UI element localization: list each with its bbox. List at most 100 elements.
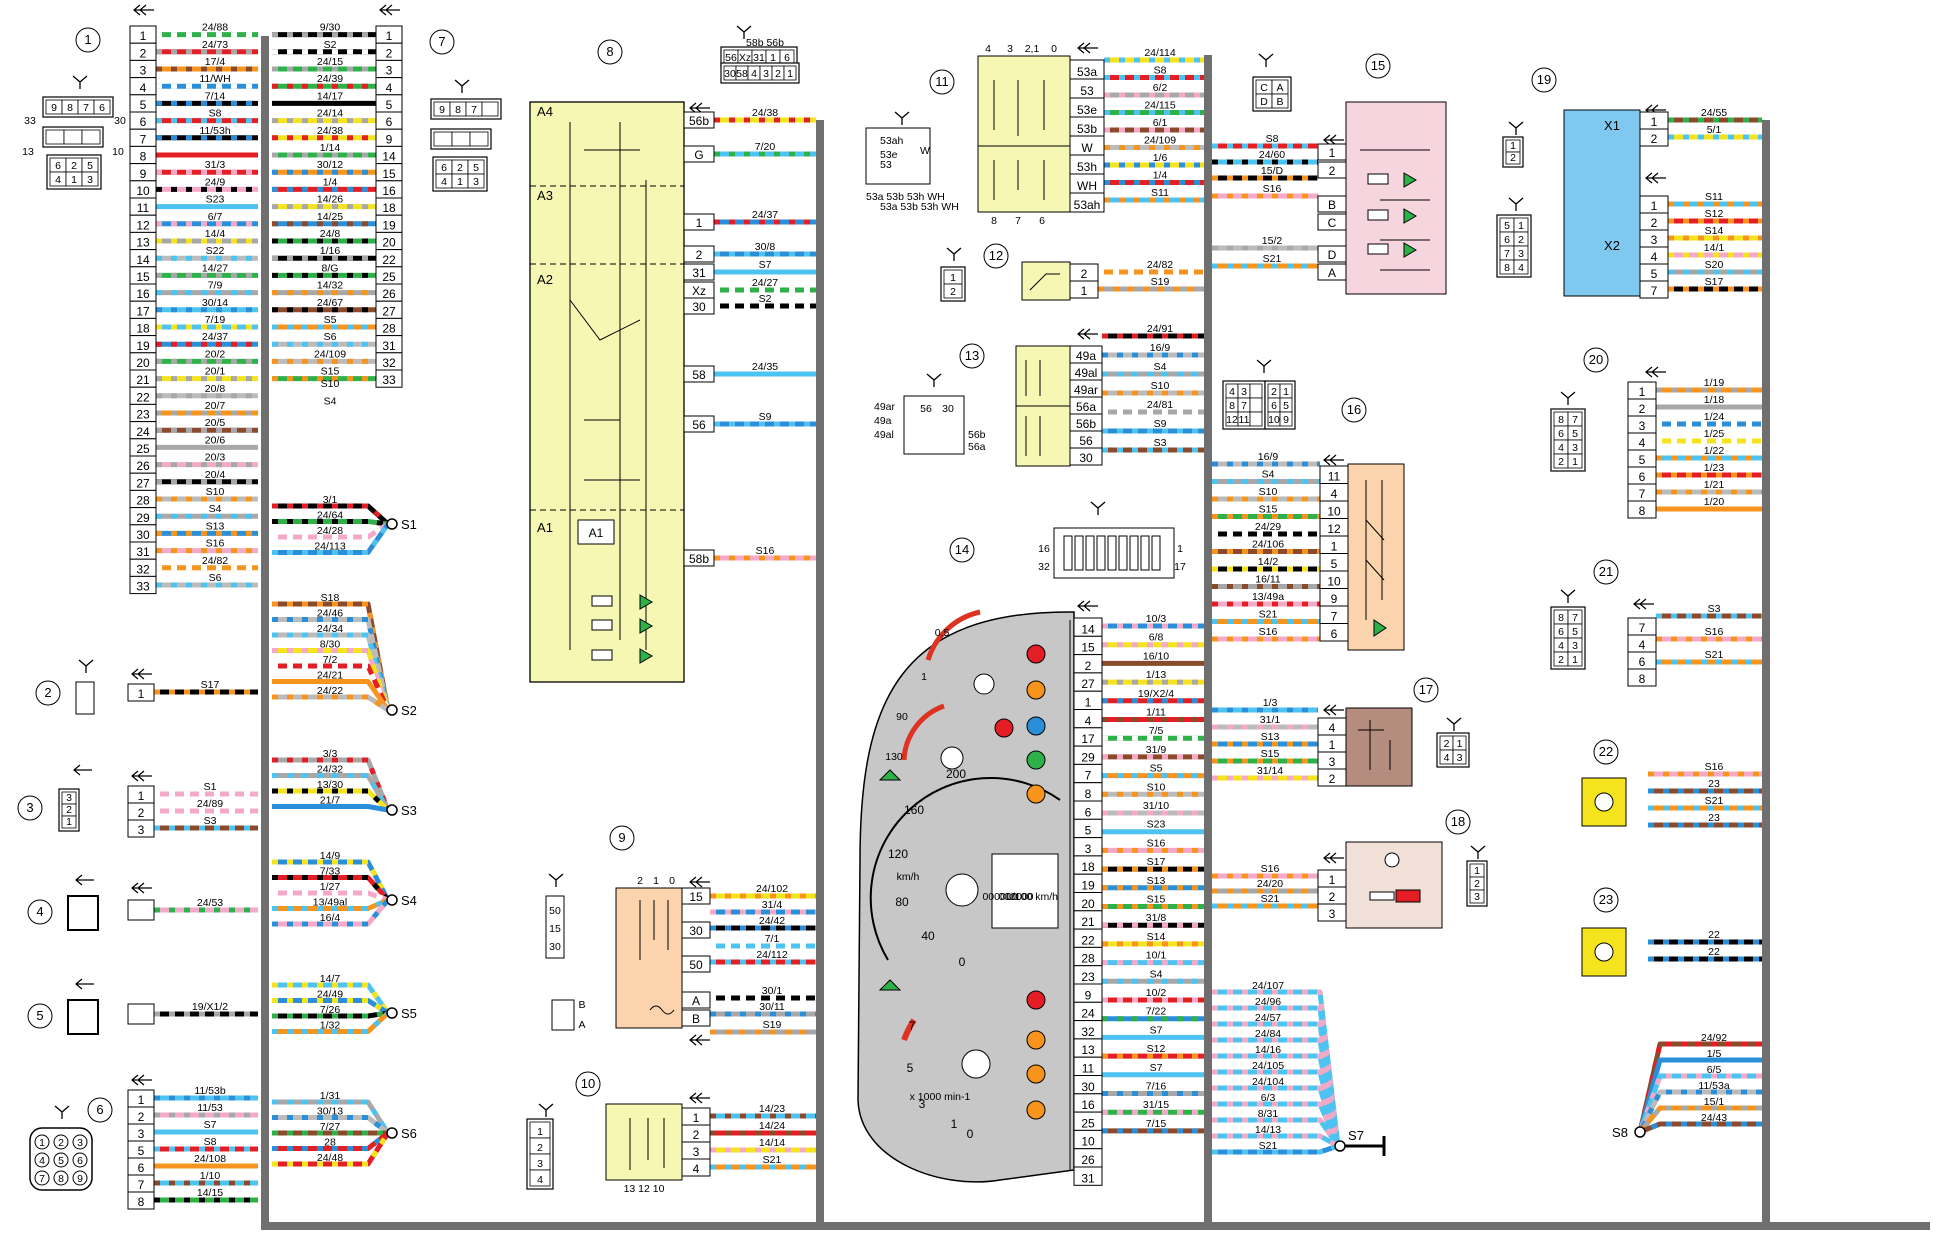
pin-number: 58b [689, 552, 709, 566]
switch-contact [1029, 273, 1060, 291]
pin-number: 20 [1081, 897, 1095, 911]
connector-arrow-icon [73, 764, 92, 776]
switch-contacts [629, 1118, 665, 1170]
component-number: 15 [1371, 58, 1385, 73]
cavity-number: B [578, 999, 585, 1011]
wire-label: 24/112 [756, 949, 787, 961]
cavity-number: C [1260, 82, 1268, 94]
pin-number: 7 [1651, 284, 1658, 298]
connector-cavity [1249, 383, 1263, 399]
tacho-tick: 0 [967, 1127, 974, 1141]
pin-number: 10 [1327, 505, 1341, 519]
wire-label: S14 [1705, 225, 1724, 237]
connector-arrow-icon [1077, 42, 1098, 54]
wire-group [154, 32, 1762, 1203]
wire-label: S10 [1147, 781, 1166, 793]
pin-number: 1 [1085, 696, 1092, 710]
wire-label: 31/3 [205, 159, 226, 171]
wire-label: 31/1 [1260, 714, 1281, 726]
cavity-number: 2 [66, 804, 72, 816]
pin-box [127, 899, 155, 921]
component-number: 16 [1347, 402, 1361, 417]
wire-label: 24/115 [1144, 100, 1175, 112]
pin-number: 53a [1077, 65, 1097, 79]
cavity-number: 6 [1504, 234, 1510, 246]
wire-label: S1 [204, 781, 217, 793]
wire-label: 24/42 [759, 915, 785, 927]
wire-label: 20/1 [205, 366, 226, 378]
plug-fork-icon [1508, 121, 1524, 135]
cavity-number: 1 [1457, 738, 1463, 750]
pin-box [127, 1003, 155, 1025]
splice-point [386, 1007, 398, 1019]
wire-label: 1/14 [320, 142, 341, 154]
component-number-badge [949, 537, 975, 563]
wire-label: 11/WH [199, 73, 230, 85]
pin-box [127, 683, 155, 702]
component-number-badge [959, 343, 985, 369]
plug-fork-icon [1560, 589, 1576, 603]
wire-label: 24/92 [1701, 1032, 1727, 1044]
relay-A1 [577, 519, 615, 545]
cavity-number: 1 [537, 1126, 543, 1138]
cavity-number: 9 [51, 102, 57, 114]
connector-cavity [63, 129, 83, 145]
connector-arrow-icon [1645, 366, 1666, 378]
connector-pin-labels: 58b 56b [746, 37, 784, 49]
cavity-number: 30 [724, 68, 736, 80]
pin-number: 1 [1329, 873, 1336, 887]
cavity-number: 8 [455, 104, 461, 116]
warning-lamp-icon [1026, 1064, 1046, 1084]
connector-cavity [481, 101, 499, 117]
connector-arrow-icon [1077, 328, 1098, 340]
pin-number: 13 [1081, 1043, 1095, 1057]
turn-signal-icon [878, 769, 902, 991]
side-pin-label: 16 [1038, 543, 1050, 555]
component-number: 18 [1451, 814, 1465, 829]
wire-label: 7/26 [320, 1004, 341, 1016]
wire-label: 16/11 [1255, 574, 1281, 586]
pin-number: 49ar [1074, 383, 1098, 397]
pin-number: 9 [386, 132, 393, 146]
pin-number: 1 [1639, 385, 1646, 399]
pin-number: 10 [1327, 575, 1341, 589]
pin-number: B [692, 1012, 700, 1026]
pin-box [683, 549, 715, 567]
wire-label: S16 [756, 545, 775, 557]
wire-label: S23 [1147, 819, 1166, 831]
cavity-number: 8 [58, 1173, 64, 1185]
pin-number: 23 [136, 408, 150, 422]
pin-number: 1 [1651, 115, 1658, 129]
pin-number: 53ah [1074, 198, 1101, 212]
wire-label: 24/27 [752, 277, 778, 289]
wire-label: S11 [1705, 191, 1723, 203]
speedometer-hub [945, 873, 979, 907]
pin-number: 8 [1639, 672, 1646, 686]
splice-label: S6 [401, 1126, 417, 1141]
cavity-number: 9 [1283, 414, 1289, 426]
wire-label: S4 [1154, 361, 1167, 373]
cavity-number: B [1276, 96, 1283, 108]
component-number: 3 [26, 800, 33, 815]
connector-arrow-icon [1323, 704, 1344, 716]
speed-unit: km/h [897, 871, 920, 883]
pin-number: 28 [1081, 952, 1095, 966]
switch-position: 0 [669, 875, 675, 887]
pin-number: 6 [140, 115, 147, 129]
temp-gauge-hub [940, 746, 964, 770]
cavity-number: 2 [58, 1137, 64, 1149]
cavity-number: 1 [787, 68, 793, 80]
wire-label: 14/24 [759, 1120, 785, 1132]
pin-number: 7 [1085, 769, 1092, 783]
wire-label: 20/5 [205, 417, 226, 429]
cavity-number: 3 [66, 792, 72, 804]
pin-number: C [1328, 216, 1337, 230]
temp-tick: 90 [896, 711, 908, 723]
pin-number: 15 [1081, 641, 1095, 655]
fuel-gauge-hub [973, 673, 995, 695]
pin-number: 14 [136, 253, 150, 267]
tacho-tick: 3 [919, 1097, 926, 1111]
cavity-number: 5 [87, 160, 93, 172]
schematic-lines [569, 122, 647, 650]
pin-number: 1 [1329, 738, 1336, 752]
